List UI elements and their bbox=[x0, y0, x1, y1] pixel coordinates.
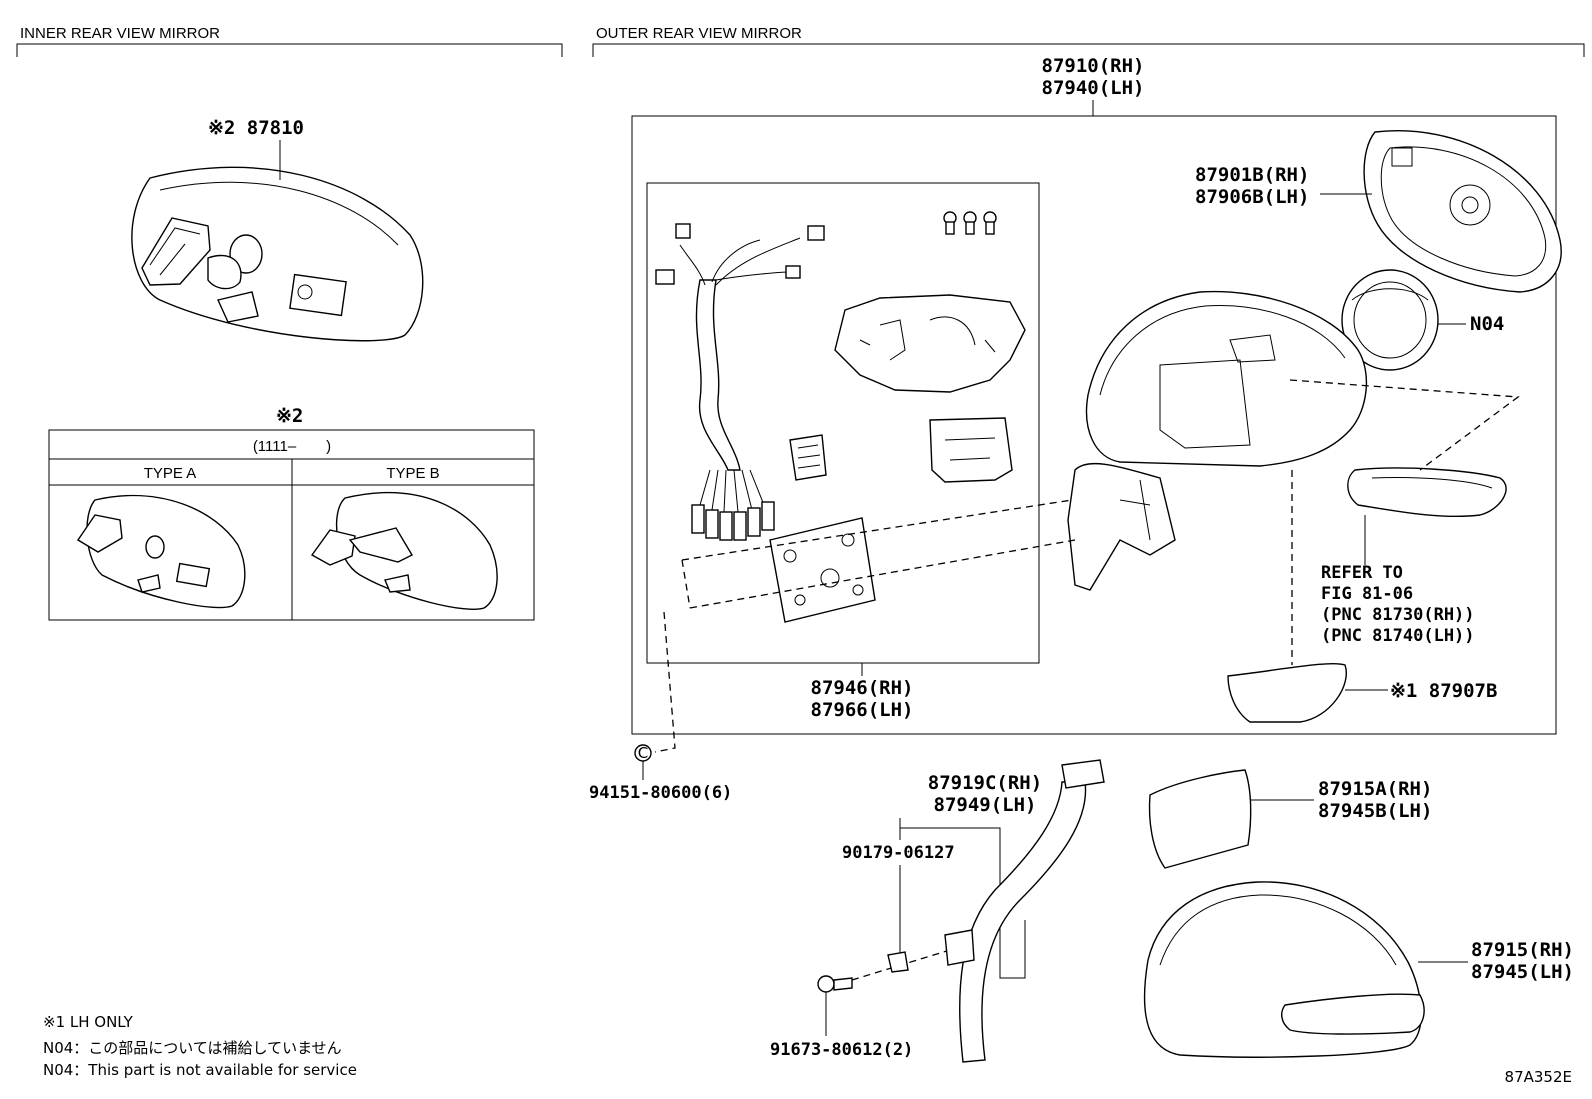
harness-box bbox=[646, 182, 1040, 664]
wire-harness-illustration bbox=[655, 223, 825, 541]
bracket-illustration bbox=[929, 417, 1013, 483]
note-n04-jp: N04：この部品については補給していません bbox=[43, 1039, 342, 1057]
glass-lh-label: 87906B(LH) bbox=[1195, 186, 1309, 208]
harness-lh-label: 87966(LH) bbox=[811, 699, 914, 721]
svg-text:C: C bbox=[638, 744, 648, 762]
assembly-box bbox=[631, 115, 1557, 735]
lamp-cover-illustration bbox=[1227, 662, 1347, 723]
lamp-cover-label: ※1 87907B bbox=[1390, 680, 1497, 702]
assembly-lh-label: 87940(LH) bbox=[1042, 77, 1145, 99]
inner-mirror-illustration bbox=[131, 166, 424, 342]
mirror-type-table bbox=[48, 429, 535, 621]
refer-line-2: FIG 81-06 bbox=[1321, 584, 1413, 604]
bolt-illustration bbox=[817, 975, 853, 1036]
screw-illustration: C bbox=[634, 744, 652, 780]
cover-small-lh-label: 87945B(LH) bbox=[1318, 800, 1432, 822]
outer-section-title: OUTER REAR VIEW MIRROR bbox=[596, 25, 802, 42]
type-a-label: TYPE A bbox=[144, 465, 197, 482]
glass-rh-label: 87901B(RH) bbox=[1195, 164, 1309, 186]
screw-label: 94151-80600(6) bbox=[589, 783, 732, 803]
stay-lh-label: 87949(LH) bbox=[934, 794, 1037, 816]
refer-line-4: (PNC 81740(LH)) bbox=[1321, 626, 1475, 646]
inner-section-header: INNER REAR VIEW MIRROR bbox=[16, 25, 563, 57]
type-b-illustration bbox=[310, 491, 498, 610]
type-a-illustration bbox=[77, 494, 246, 609]
stay-rh-label: 87919C(RH) bbox=[928, 772, 1042, 794]
cover-small-rh-label: 87915A(RH) bbox=[1318, 778, 1432, 800]
refer-line-1: REFER TO bbox=[1321, 563, 1403, 583]
clip-illustration bbox=[887, 951, 909, 973]
motor-label: N04 bbox=[1470, 313, 1504, 335]
assembly-rh-label: 87910(RH) bbox=[1042, 55, 1145, 77]
note-lh-only: ※1 LH ONLY bbox=[43, 1013, 134, 1031]
cover-small-illustration bbox=[1148, 769, 1252, 869]
screws-illustration bbox=[943, 211, 997, 235]
actuator-illustration bbox=[834, 294, 1026, 393]
stay-illustration bbox=[944, 759, 1105, 1063]
type-b-label: TYPE B bbox=[386, 465, 439, 482]
cover-rh-label: 87915(RH) bbox=[1471, 939, 1574, 961]
mirror-glass-illustration bbox=[1363, 130, 1562, 293]
refer-line-3: (PNC 81730(RH)) bbox=[1321, 605, 1475, 625]
motor-illustration bbox=[1341, 269, 1439, 371]
cover-lh-label: 87945(LH) bbox=[1471, 961, 1574, 983]
figure-code: 87A352E bbox=[1505, 1068, 1572, 1086]
harness-rh-label: 87946(RH) bbox=[811, 677, 914, 699]
mirror-housing-illustration bbox=[1067, 290, 1368, 591]
connector-illustration bbox=[789, 434, 827, 481]
table-range: (1111– ) bbox=[253, 438, 331, 455]
inner-mirror-label: ※2 87810 bbox=[208, 117, 304, 139]
bolt-label: 91673-80612(2) bbox=[770, 1040, 913, 1060]
clip-label: 90179-06127 bbox=[842, 843, 955, 863]
note-n04-en: N04：This part is not available for servi… bbox=[43, 1061, 357, 1079]
cover-illustration bbox=[1143, 881, 1425, 1058]
table-mark: ※2 bbox=[276, 405, 303, 427]
outer-section-header: OUTER REAR VIEW MIRROR bbox=[592, 25, 1585, 57]
turn-signal-illustration bbox=[1347, 467, 1507, 565]
base-plate-illustration bbox=[769, 517, 876, 623]
inner-section-title: INNER REAR VIEW MIRROR bbox=[20, 25, 220, 42]
